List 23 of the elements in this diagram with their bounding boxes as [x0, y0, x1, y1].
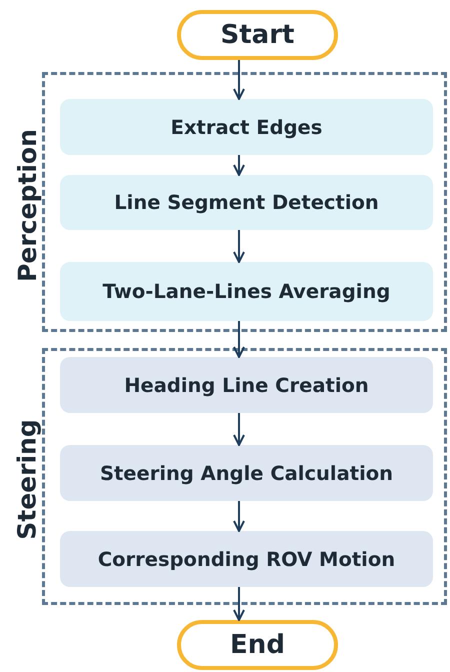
arrow: [233, 60, 245, 100]
step-label: Line Segment Detection: [114, 191, 379, 214]
process-box: [60, 357, 433, 413]
step-label: Heading Line Creation: [124, 374, 369, 396]
arrow: [233, 230, 245, 263]
terminal-pill: [177, 10, 338, 60]
process-box: [60, 531, 433, 587]
terminal-label: Start: [220, 20, 294, 50]
step-label: Extract Edges: [170, 116, 322, 138]
step-label: Steering Angle Calculation: [100, 462, 394, 484]
terminal-pill: [177, 620, 338, 670]
arrow: [233, 587, 245, 621]
arrow: [233, 155, 245, 176]
process-box: [60, 445, 433, 501]
process-box: [60, 262, 433, 321]
process-box: [60, 99, 433, 155]
arrow: [233, 321, 245, 358]
terminal-label: End: [230, 630, 285, 660]
step-label: Corresponding ROV Motion: [98, 548, 396, 570]
arrow: [233, 413, 245, 446]
process-box: [60, 175, 433, 230]
step-label: Two-Lane-Lines Averaging: [102, 280, 390, 303]
arrow: [233, 501, 245, 532]
